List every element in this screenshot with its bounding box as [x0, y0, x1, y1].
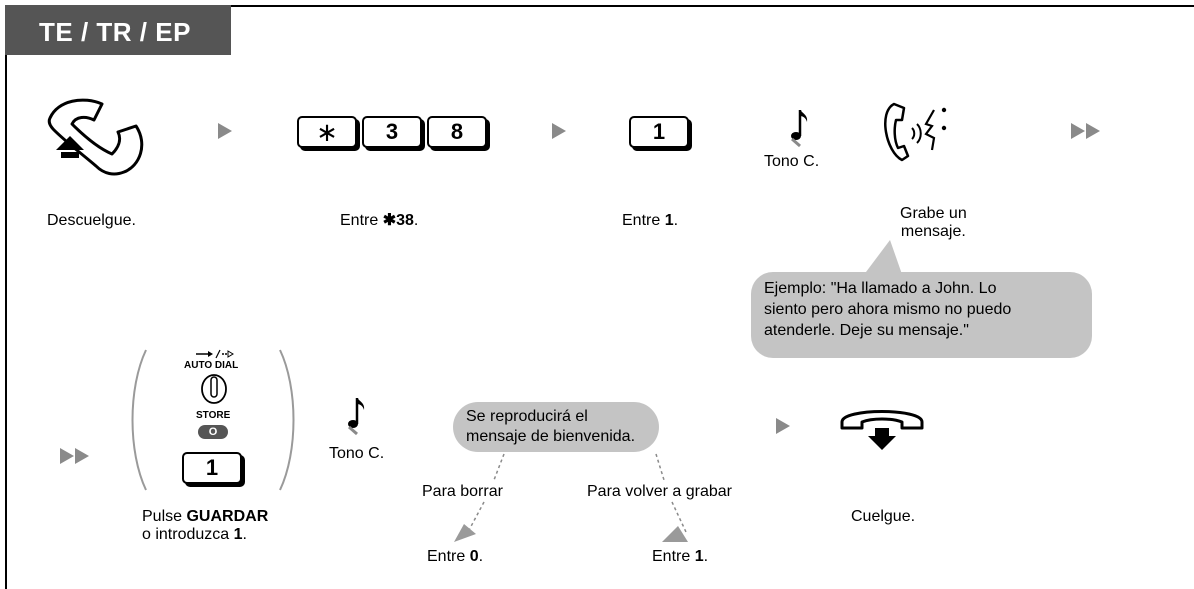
- enter-star38-label: Entre ✱38.: [340, 212, 419, 229]
- cuelgue-label: Cuelgue.: [851, 508, 916, 525]
- continue-arrow: [60, 448, 74, 464]
- example-line-1: Ejemplo: "Ha llamado a John. Lo: [764, 280, 997, 297]
- auto-dial-arrows-icon: [196, 349, 234, 359]
- example-line-2: siento pero ahora mismo no puedo: [764, 301, 1012, 318]
- header-title: TE / TR / EP: [39, 17, 191, 47]
- auto-dial-label: AUTO DIAL: [184, 360, 239, 371]
- example-speech-bubble: Ejemplo: "Ha llamado a John. Lo siento p…: [751, 272, 1092, 358]
- para-borrar-label: Para borrar: [422, 483, 503, 500]
- pulse-guardar-label: Pulse GUARDAR o introduzca 1.: [142, 508, 269, 543]
- off-hook-handset-icon: [47, 98, 144, 176]
- playback-line-2: mensaje de bienvenida.: [466, 428, 636, 445]
- star-key: ∗: [297, 116, 357, 148]
- tono-c-label: Tono C.: [764, 153, 820, 170]
- step-arrow: [218, 123, 232, 139]
- branch-lines: [454, 453, 688, 542]
- enter-0-label: Entre 0.: [427, 548, 484, 565]
- key-3: 3: [362, 116, 422, 148]
- record-message-icon: [884, 102, 947, 162]
- enter-1-rerecord-label: Entre 1.: [652, 548, 709, 565]
- continue-arrow: [1071, 123, 1085, 139]
- store-o-key: O: [198, 425, 228, 439]
- tone-note-icon: [791, 110, 808, 148]
- grabe-mensaje-label: Grabe un mensaje.: [900, 205, 967, 240]
- tono-c-label-2: Tono C.: [329, 445, 385, 462]
- example-bubble-tail: [860, 240, 904, 280]
- continue-arrow: [1086, 123, 1100, 139]
- playback-line-1: Se reproducirá el: [466, 408, 588, 425]
- frame-left-border: [5, 5, 7, 589]
- on-hook-handset-icon: [840, 410, 924, 450]
- step-arrow: [776, 418, 790, 434]
- store-label: STORE: [196, 410, 231, 421]
- para-volver-grabar-label: Para volver a grabar: [587, 483, 732, 500]
- key-8: 8: [427, 116, 487, 148]
- key-1: 1: [629, 116, 689, 148]
- frame-top-border: [5, 5, 1194, 7]
- key-1-store: 1: [182, 452, 242, 484]
- example-line-3: atenderle. Deje su mensaje.": [764, 322, 969, 339]
- continue-arrow: [75, 448, 89, 464]
- store-panel-brackets: [131, 349, 295, 491]
- playback-speech-bubble: Se reproducirá el mensaje de bienvenida.: [453, 402, 659, 452]
- tone-note-icon: [348, 398, 365, 436]
- step-arrow: [552, 123, 566, 139]
- header-tab: TE / TR / EP: [5, 5, 231, 55]
- descuelgue-label: Descuelgue.: [47, 212, 136, 229]
- store-button-icon: [201, 374, 227, 404]
- enter-1-label: Entre 1.: [622, 212, 679, 229]
